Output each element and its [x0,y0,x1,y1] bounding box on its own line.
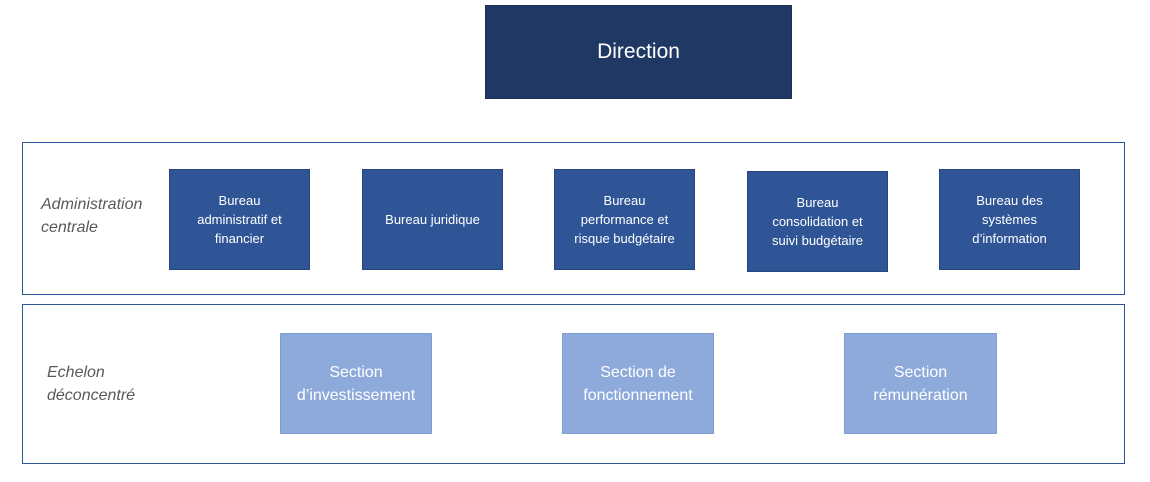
bureau-administratif-financier-box: Bureau administratif et financier [169,169,310,270]
administration-centrale-label: Administration centrale [41,196,143,236]
bureau-juridique-box: Bureau juridique [362,169,503,270]
section-label: Section de fonctionnement [583,363,693,404]
bureau-label: Bureau des systèmes d’information [972,193,1047,246]
bureau-label: Bureau performance et risque budgétaire [574,193,675,246]
bureau-label: Bureau administratif et financier [197,193,282,246]
direction-box: Direction [485,5,792,99]
echelon-deconcentre-label: Echelon déconcentré [47,364,136,404]
section-remuneration-box: Section rémunération [844,333,997,434]
section-label: Section d’investissement [296,363,416,404]
bureau-consolidation-suivi-box: Bureau consolidation et suivi budgétaire [747,171,888,272]
direction-label: Direction [597,40,680,63]
section-fonctionnement-box: Section de fonctionnement [562,333,714,434]
bureau-performance-risque-box: Bureau performance et risque budgétaire [554,169,695,270]
bureau-systemes-information-box: Bureau des systèmes d’information [939,169,1080,270]
bureau-label: Bureau consolidation et suivi budgétaire [771,195,864,248]
bureau-label: Bureau juridique [385,212,480,227]
section-label: Section rémunération [873,363,968,404]
section-investissement-box: Section d’investissement [280,333,432,434]
